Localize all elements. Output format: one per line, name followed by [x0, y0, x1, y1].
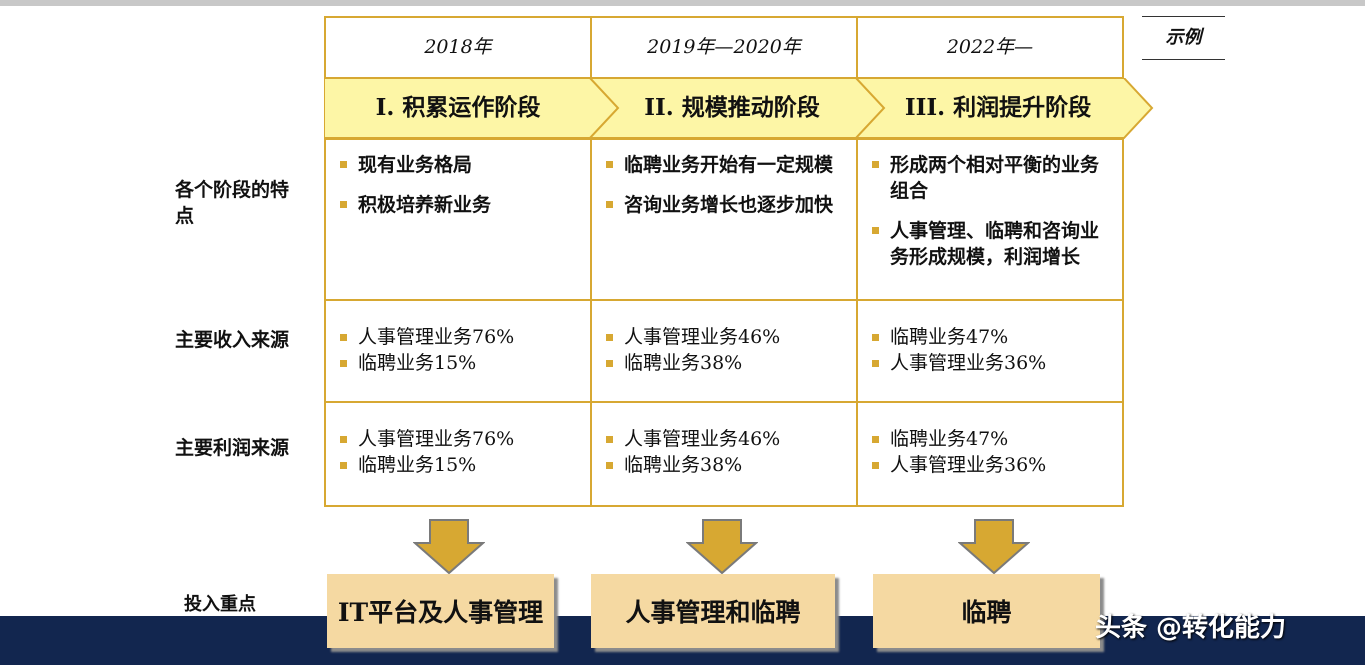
chevron-3 [853, 78, 1154, 139]
feature-item: 临聘业务开始有一定规模 [592, 152, 842, 178]
profit-item: 人事管理业务46% [592, 426, 854, 452]
revenue-item: 人事管理业务46% [592, 324, 854, 350]
feature-item: 咨询业务增长也逐步加快 [592, 192, 842, 218]
row-label-features: 各个阶段的特点 [175, 179, 290, 227]
feature-item: 现有业务格局 [326, 152, 588, 178]
row-divider [324, 401, 1124, 403]
column-divider [590, 16, 592, 507]
revenue-cell-3: 临聘业务47% 人事管理业务36% [858, 324, 1120, 376]
phase-title-3: III. 利润提升阶段 [904, 94, 1092, 121]
focus-box-1: IT平台及人事管理 [327, 574, 554, 648]
profit-item: 临聘业务47% [858, 426, 1120, 452]
revenue-cell-1: 人事管理业务76% 临聘业务15% [326, 324, 588, 376]
feature-item: 形成两个相对平衡的业务组合 [858, 152, 1108, 204]
phase-chevrons [324, 78, 1154, 139]
revenue-item: 人事管理业务36% [858, 350, 1120, 376]
year-header-3: 2022年— [946, 36, 1034, 58]
focus-label-3: 临聘 [961, 598, 1012, 627]
year-header-2: 2019年—2020年 [647, 36, 801, 58]
focus-label-2: 人事管理和临聘 [625, 598, 801, 627]
phase-title-1: I. 积累运作阶段 [375, 94, 541, 121]
focus-label-1: IT平台及人事管理 [337, 598, 544, 627]
focus-box-2: 人事管理和临聘 [591, 574, 835, 648]
legend-box: 示例 [1142, 16, 1225, 60]
year-header-1: 2018年 [424, 36, 492, 58]
column-divider [856, 16, 858, 507]
features-cell-2: 临聘业务开始有一定规模 咨询业务增长也逐步加快 [592, 152, 842, 232]
watermark: 头条 @转化能力 [1095, 613, 1287, 643]
row-divider [324, 138, 1124, 140]
features-cell-3: 形成两个相对平衡的业务组合 人事管理、临聘和咨询业务形成规模，利润增长 [858, 152, 1108, 284]
row-label-profit: 主要利润来源 [175, 437, 290, 459]
feature-item: 积极培养新业务 [326, 192, 588, 218]
revenue-item: 临聘业务38% [592, 350, 854, 376]
features-cell-1: 现有业务格局 积极培养新业务 [326, 152, 588, 232]
revenue-item: 临聘业务47% [858, 324, 1120, 350]
revenue-item: 人事管理业务76% [326, 324, 588, 350]
down-arrow-icon [413, 519, 485, 575]
legend-label: 示例 [1165, 27, 1202, 48]
row-label-revenue: 主要收入来源 [175, 329, 290, 351]
top-bar [0, 0, 1365, 6]
stage-table [324, 16, 1124, 507]
down-arrow-icon [958, 519, 1030, 575]
profit-cell-3: 临聘业务47% 人事管理业务36% [858, 426, 1120, 478]
row-label-focus: 投入重点 [184, 594, 256, 615]
profit-cell-1: 人事管理业务76% 临聘业务15% [326, 426, 588, 478]
revenue-item: 临聘业务15% [326, 350, 588, 376]
phase-title-2: II. 规模推动阶段 [644, 94, 820, 121]
revenue-cell-2: 人事管理业务46% 临聘业务38% [592, 324, 854, 376]
profit-item: 临聘业务15% [326, 452, 588, 478]
feature-item: 人事管理、临聘和咨询业务形成规模，利润增长 [858, 218, 1108, 270]
profit-item: 人事管理业务36% [858, 452, 1120, 478]
row-divider [324, 299, 1124, 301]
focus-box-3: 临聘 [873, 574, 1100, 648]
down-arrow-icon [686, 519, 758, 575]
profit-cell-2: 人事管理业务46% 临聘业务38% [592, 426, 854, 478]
profit-item: 临聘业务38% [592, 452, 854, 478]
profit-item: 人事管理业务76% [326, 426, 588, 452]
